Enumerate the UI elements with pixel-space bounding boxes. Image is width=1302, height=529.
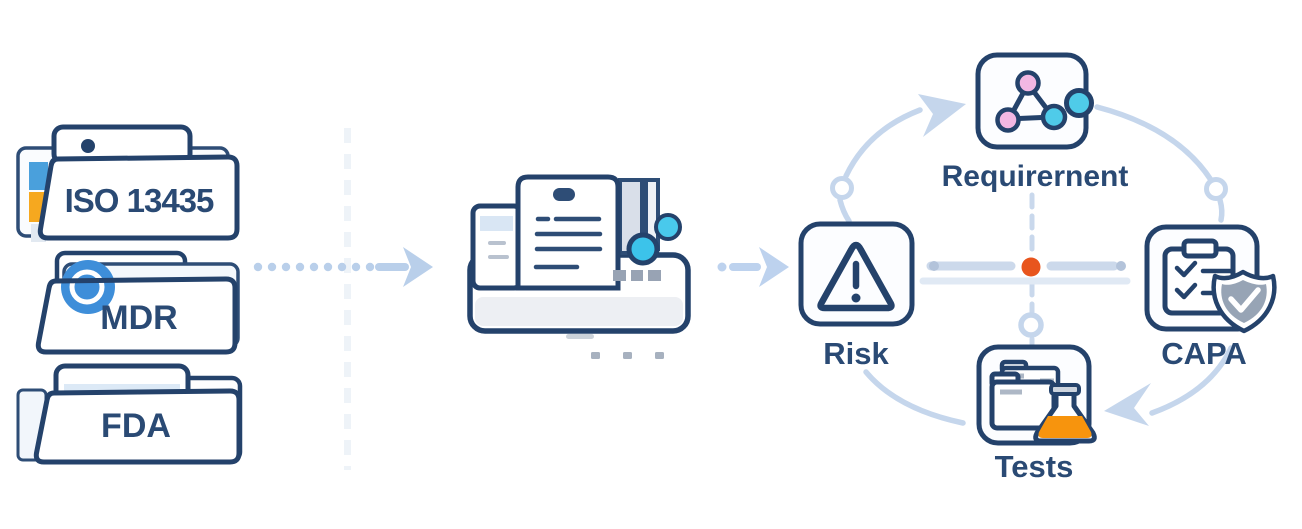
arrow-folders-to-scanner-icon xyxy=(253,247,433,287)
capa-label: CAPA xyxy=(1161,336,1247,371)
document-text-lines xyxy=(533,216,603,270)
fda-folder-icon: FDA xyxy=(16,363,243,465)
cycle-arrowhead-down-icon xyxy=(1104,383,1151,426)
tab-dot xyxy=(81,139,95,153)
cycle-ring-left xyxy=(830,176,854,200)
fda-folder-label: FDA xyxy=(101,407,171,445)
shield-check-icon xyxy=(1211,269,1277,334)
blue-bookmark xyxy=(29,162,48,190)
center-marker-dot xyxy=(1021,257,1041,277)
cyan-indicator-large xyxy=(626,232,660,266)
cyan-indicator-small xyxy=(654,213,682,241)
tests-node: Tests xyxy=(976,344,1097,484)
cycle-arrowhead-up-icon xyxy=(918,94,966,137)
flask-icon xyxy=(1033,383,1097,444)
scanner-foot-dots xyxy=(591,352,664,359)
cycle-ring-right xyxy=(1204,177,1228,201)
blue-lens-icon xyxy=(61,260,115,314)
tray-buttons xyxy=(613,270,661,281)
folder-body xyxy=(37,154,240,241)
network-graph-icon xyxy=(995,70,1094,133)
cycle-arc-risk-to-requirement xyxy=(843,107,923,179)
cycle-arc-risk-to-tests xyxy=(863,369,966,426)
iso-folder-label: ISO 13435 xyxy=(65,182,214,219)
cycle-ring-bottom xyxy=(1018,312,1044,338)
iso-folder-icon: ISO 13435 xyxy=(16,124,240,242)
folder-body xyxy=(35,276,238,355)
cycle-arc-capa-to-tests xyxy=(1149,345,1234,416)
risk-node: Risk xyxy=(798,221,915,371)
traceability-cycle: Requirernent Risk xyxy=(798,52,1277,484)
folder-body xyxy=(33,388,242,465)
warning-triangle-icon xyxy=(817,241,895,312)
requirement-label: Requirernent xyxy=(942,160,1129,193)
requirement-node: Requirernent xyxy=(942,52,1129,193)
cycle-arc-requirement-to-capa xyxy=(1094,104,1214,183)
mdr-folder-label: MDR xyxy=(100,299,177,337)
capa-node: CAPA xyxy=(1144,224,1277,371)
folder-icon xyxy=(989,359,1061,431)
mdr-folder-icon: MDR xyxy=(35,250,240,355)
tests-label: Tests xyxy=(995,449,1074,484)
risk-label: Risk xyxy=(823,336,889,371)
arrow-scanner-to-cycle-icon xyxy=(717,247,789,287)
document-scanner-icon xyxy=(467,174,691,359)
